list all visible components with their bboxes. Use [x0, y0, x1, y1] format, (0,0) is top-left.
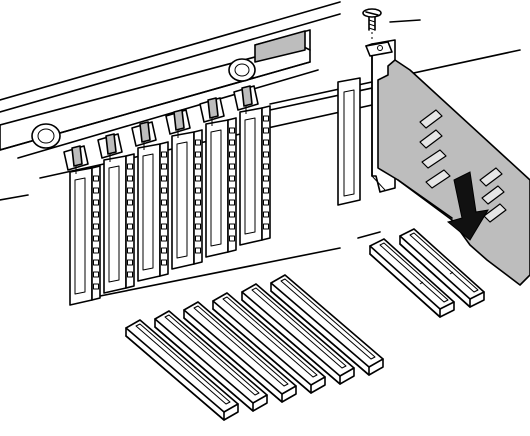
slot-cover: [64, 146, 100, 305]
pci-slots: [370, 229, 484, 317]
slot-cover: [98, 134, 134, 293]
retention-post-right: [229, 59, 255, 81]
isa-slots: [126, 275, 383, 420]
slot-cover: [200, 98, 236, 257]
slot-cover: [132, 122, 168, 281]
slot-cover: [166, 110, 202, 269]
screw-icon: [363, 9, 381, 42]
slot-cover: [234, 86, 270, 245]
retention-post-left: [32, 124, 60, 148]
card-board: [378, 60, 530, 285]
open-slot-bracket: [338, 78, 360, 205]
